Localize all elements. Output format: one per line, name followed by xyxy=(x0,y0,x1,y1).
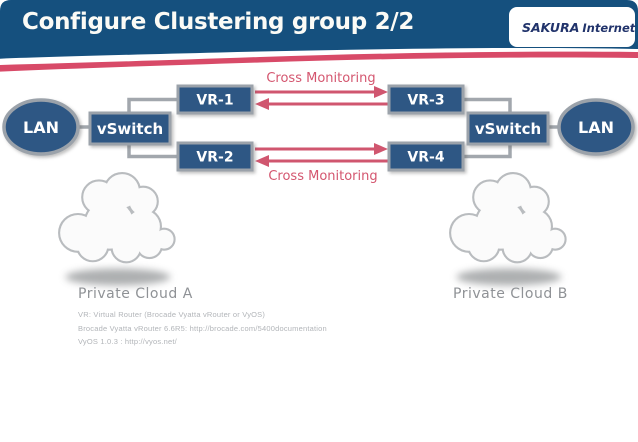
vswitch-right-node xyxy=(466,111,550,146)
private-cloud-b-label: Private Cloud B xyxy=(453,286,568,302)
cloud-a-icon-fill xyxy=(60,174,174,262)
arrowhead-left-top-icon xyxy=(255,98,269,110)
lan-right-label: LAN xyxy=(578,118,614,137)
cloud-a-group xyxy=(60,174,174,286)
vr3-label: VR-3 xyxy=(407,93,444,109)
footnote-line-3: VyOS 1.0.3 : http://vyos.net/ xyxy=(78,337,177,346)
page-title: Configure Clustering group 2/2 xyxy=(22,9,415,35)
vr2-label: VR-2 xyxy=(196,150,233,166)
header-band xyxy=(0,0,638,72)
vr1-node xyxy=(176,84,254,115)
lan-right-node xyxy=(557,98,635,156)
brand-logo-text: SAKURA Internet xyxy=(522,20,635,35)
vr2-node xyxy=(176,141,254,172)
diagram-nodes xyxy=(2,84,635,172)
vr1-label: VR-1 xyxy=(196,93,233,109)
brand-name-primary: SAKURA xyxy=(522,19,580,35)
cloud-b-icon-fill xyxy=(451,174,565,262)
cloud-b-group xyxy=(451,174,565,286)
cross-monitoring-label-bottom: Cross Monitoring xyxy=(268,169,377,184)
footnote-line-2: Brocade Vyatta vRouter 6.6R5: http://bro… xyxy=(78,323,327,333)
vr4-node xyxy=(387,141,465,172)
arrowhead-right-top-icon xyxy=(374,86,388,98)
vr4-label: VR-4 xyxy=(407,150,444,166)
footnote-line-1: VR: Virtual Router (Brocade Vyatta vRout… xyxy=(78,310,266,319)
cross-monitoring-label-top: Cross Monitoring xyxy=(266,71,375,86)
cloud-a-shadow xyxy=(65,268,171,286)
cloud-b-shadow xyxy=(456,268,562,286)
brand-name-secondary: Internet xyxy=(582,20,636,35)
vswitch-right-label: vSwitch xyxy=(475,120,541,138)
vswitch-left-label: vSwitch xyxy=(97,120,163,138)
cross-monitoring-arrows-top xyxy=(255,86,388,110)
lan-left-label: LAN xyxy=(23,118,59,137)
vr3-node xyxy=(387,84,465,115)
arrowhead-left-bottom-icon xyxy=(255,155,269,167)
private-cloud-a-label: Private Cloud A xyxy=(78,286,193,302)
cross-monitoring-arrows-bottom xyxy=(255,143,388,167)
arrowhead-right-bottom-icon xyxy=(374,143,388,155)
brand-logo: SAKURA Internet xyxy=(509,7,635,47)
header-blue-shape xyxy=(0,0,638,59)
vswitch-left-node xyxy=(88,111,172,146)
lan-left-node xyxy=(2,98,80,156)
header-pink-swoosh xyxy=(0,51,638,72)
footnotes: VR: Virtual Router (Brocade Vyatta vRout… xyxy=(78,308,327,349)
